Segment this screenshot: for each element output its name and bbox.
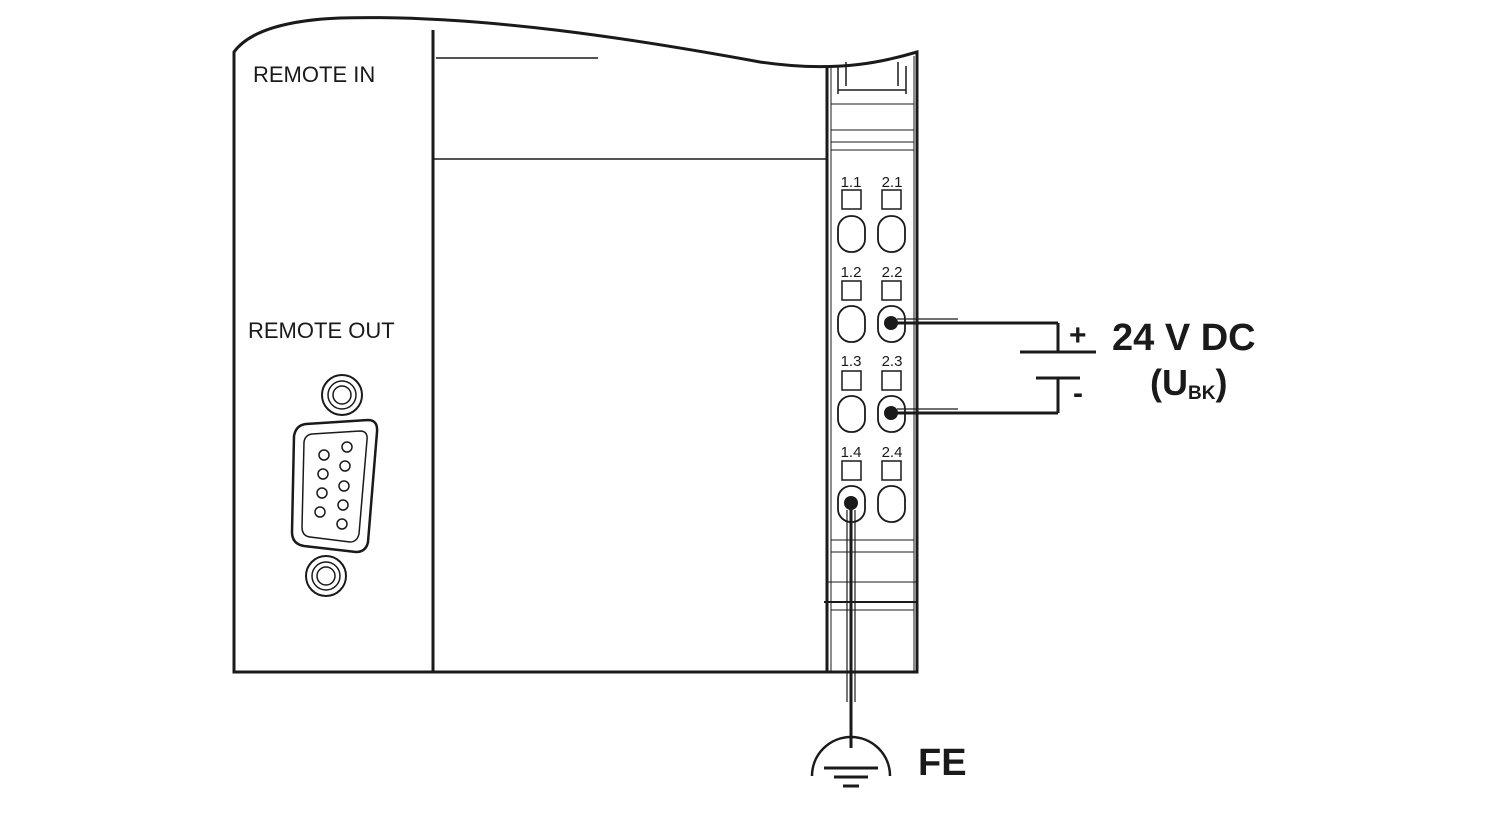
ubk-label: (UBK) xyxy=(1150,362,1227,404)
led-square-2-2 xyxy=(881,280,902,301)
terminal-label-1-1: 1.1 xyxy=(841,174,862,191)
screw-bottom-icon xyxy=(305,555,347,597)
remote-out-label: REMOTE OUT xyxy=(248,318,395,343)
terminal-label-2-3: 2.3 xyxy=(882,353,903,370)
led-square-2-1 xyxy=(881,189,902,210)
led-square-1-3 xyxy=(841,370,862,391)
led-square-1-1 xyxy=(841,189,862,210)
fe-wire xyxy=(846,503,856,748)
terminal-label-1-3: 1.3 xyxy=(841,353,862,370)
led-square-2-4 xyxy=(881,460,902,481)
terminal-label-2-1: 2.1 xyxy=(882,174,903,191)
screw-top-icon xyxy=(321,374,363,416)
dsub9-connector-icon xyxy=(290,418,379,554)
terminal-label-2-4: 2.4 xyxy=(882,444,903,461)
terminal-label-1-4: 1.4 xyxy=(841,444,862,461)
led-square-1-4 xyxy=(841,460,862,481)
ubk-open: (U xyxy=(1150,362,1188,403)
led-square-2-3 xyxy=(881,370,902,391)
ubk-subscript: BK xyxy=(1188,383,1216,404)
terminal-opening-2-4[interactable] xyxy=(877,485,906,523)
fe-label: FE xyxy=(918,742,967,784)
terminal-opening-1-3[interactable] xyxy=(837,395,866,433)
module-housing xyxy=(232,16,919,674)
led-square-1-2 xyxy=(841,280,862,301)
terminal-opening-2-1[interactable] xyxy=(877,215,906,253)
plus-label: + xyxy=(1069,319,1087,352)
minus-label: - xyxy=(1073,377,1083,410)
voltage-label: 24 V DC xyxy=(1112,317,1256,359)
ubk-close: ) xyxy=(1215,362,1227,403)
terminal-label-2-2: 2.2 xyxy=(882,264,903,281)
battery-symbol-icon xyxy=(1020,350,1096,380)
terminal-label-1-2: 1.2 xyxy=(841,264,862,281)
terminal-opening-1-1[interactable] xyxy=(837,215,866,253)
terminal-opening-1-2[interactable] xyxy=(837,305,866,343)
remote-in-label: REMOTE IN xyxy=(253,62,375,87)
terminal-latch xyxy=(837,62,907,94)
supply-wire-positive xyxy=(891,318,1060,352)
supply-wire-negative xyxy=(891,378,1060,415)
ground-symbol-icon xyxy=(810,735,892,788)
